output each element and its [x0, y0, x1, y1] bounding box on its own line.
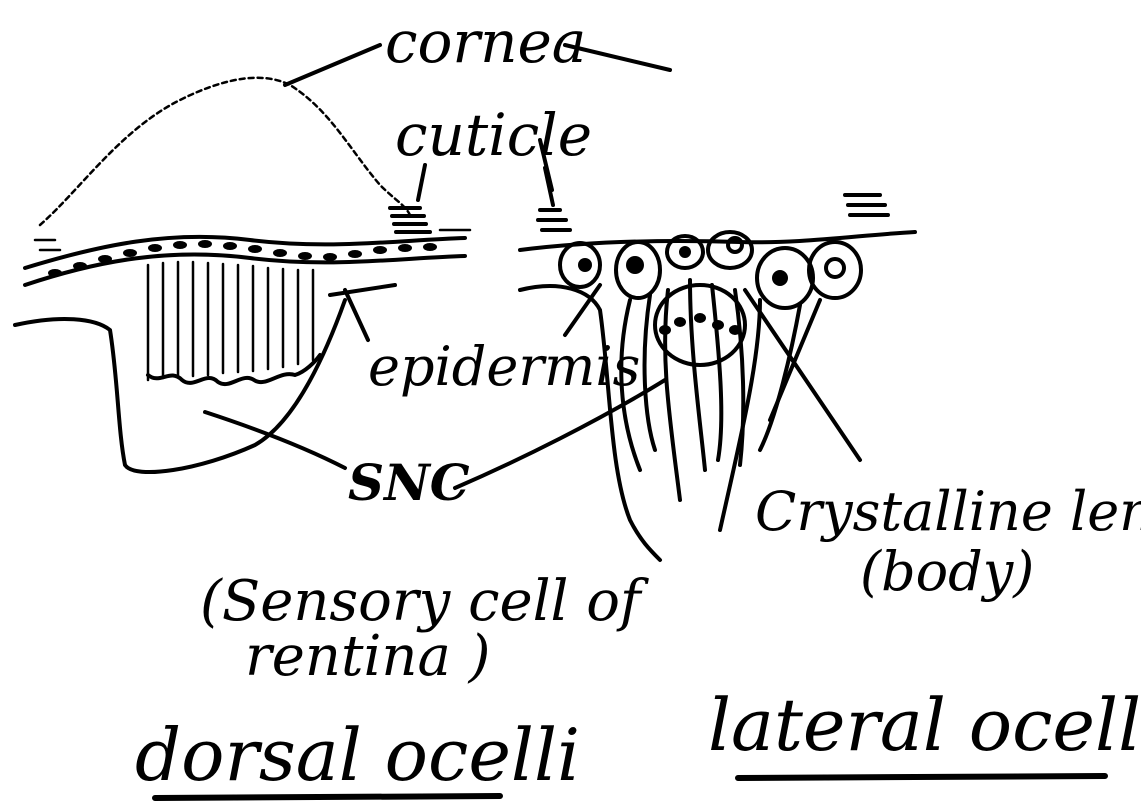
dorsal-snc-leader [205, 412, 345, 468]
dorsal-cornea-dome [40, 78, 410, 225]
dorsal-retina-cells [148, 262, 320, 384]
cornea-leader-left [285, 45, 380, 85]
crystalline-leader [745, 290, 860, 460]
dorsal-cuticle-line [25, 237, 465, 268]
label-lateral-ocelli: lateral ocelli [708, 683, 1141, 767]
label-crystalline-line2: (body) [860, 540, 1034, 603]
label-cornea: cornea [385, 8, 586, 76]
lateral-ocelli-underline [738, 776, 1105, 778]
label-snc: SNC [348, 453, 470, 512]
lateral-cuticle-marks [538, 168, 888, 230]
label-epidermis: epidermis [368, 335, 640, 398]
dorsal-epidermis-top [25, 254, 465, 285]
label-cuticle: cuticle [395, 101, 592, 169]
dorsal-cuticle-marks [35, 208, 470, 250]
label-sensory-line2: rentina ) [245, 624, 491, 689]
label-crystalline-line1: Crystalline len [755, 480, 1141, 543]
label-dorsal-ocelli: dorsal ocelli [135, 713, 580, 797]
cuticle-leader-left [418, 165, 425, 200]
